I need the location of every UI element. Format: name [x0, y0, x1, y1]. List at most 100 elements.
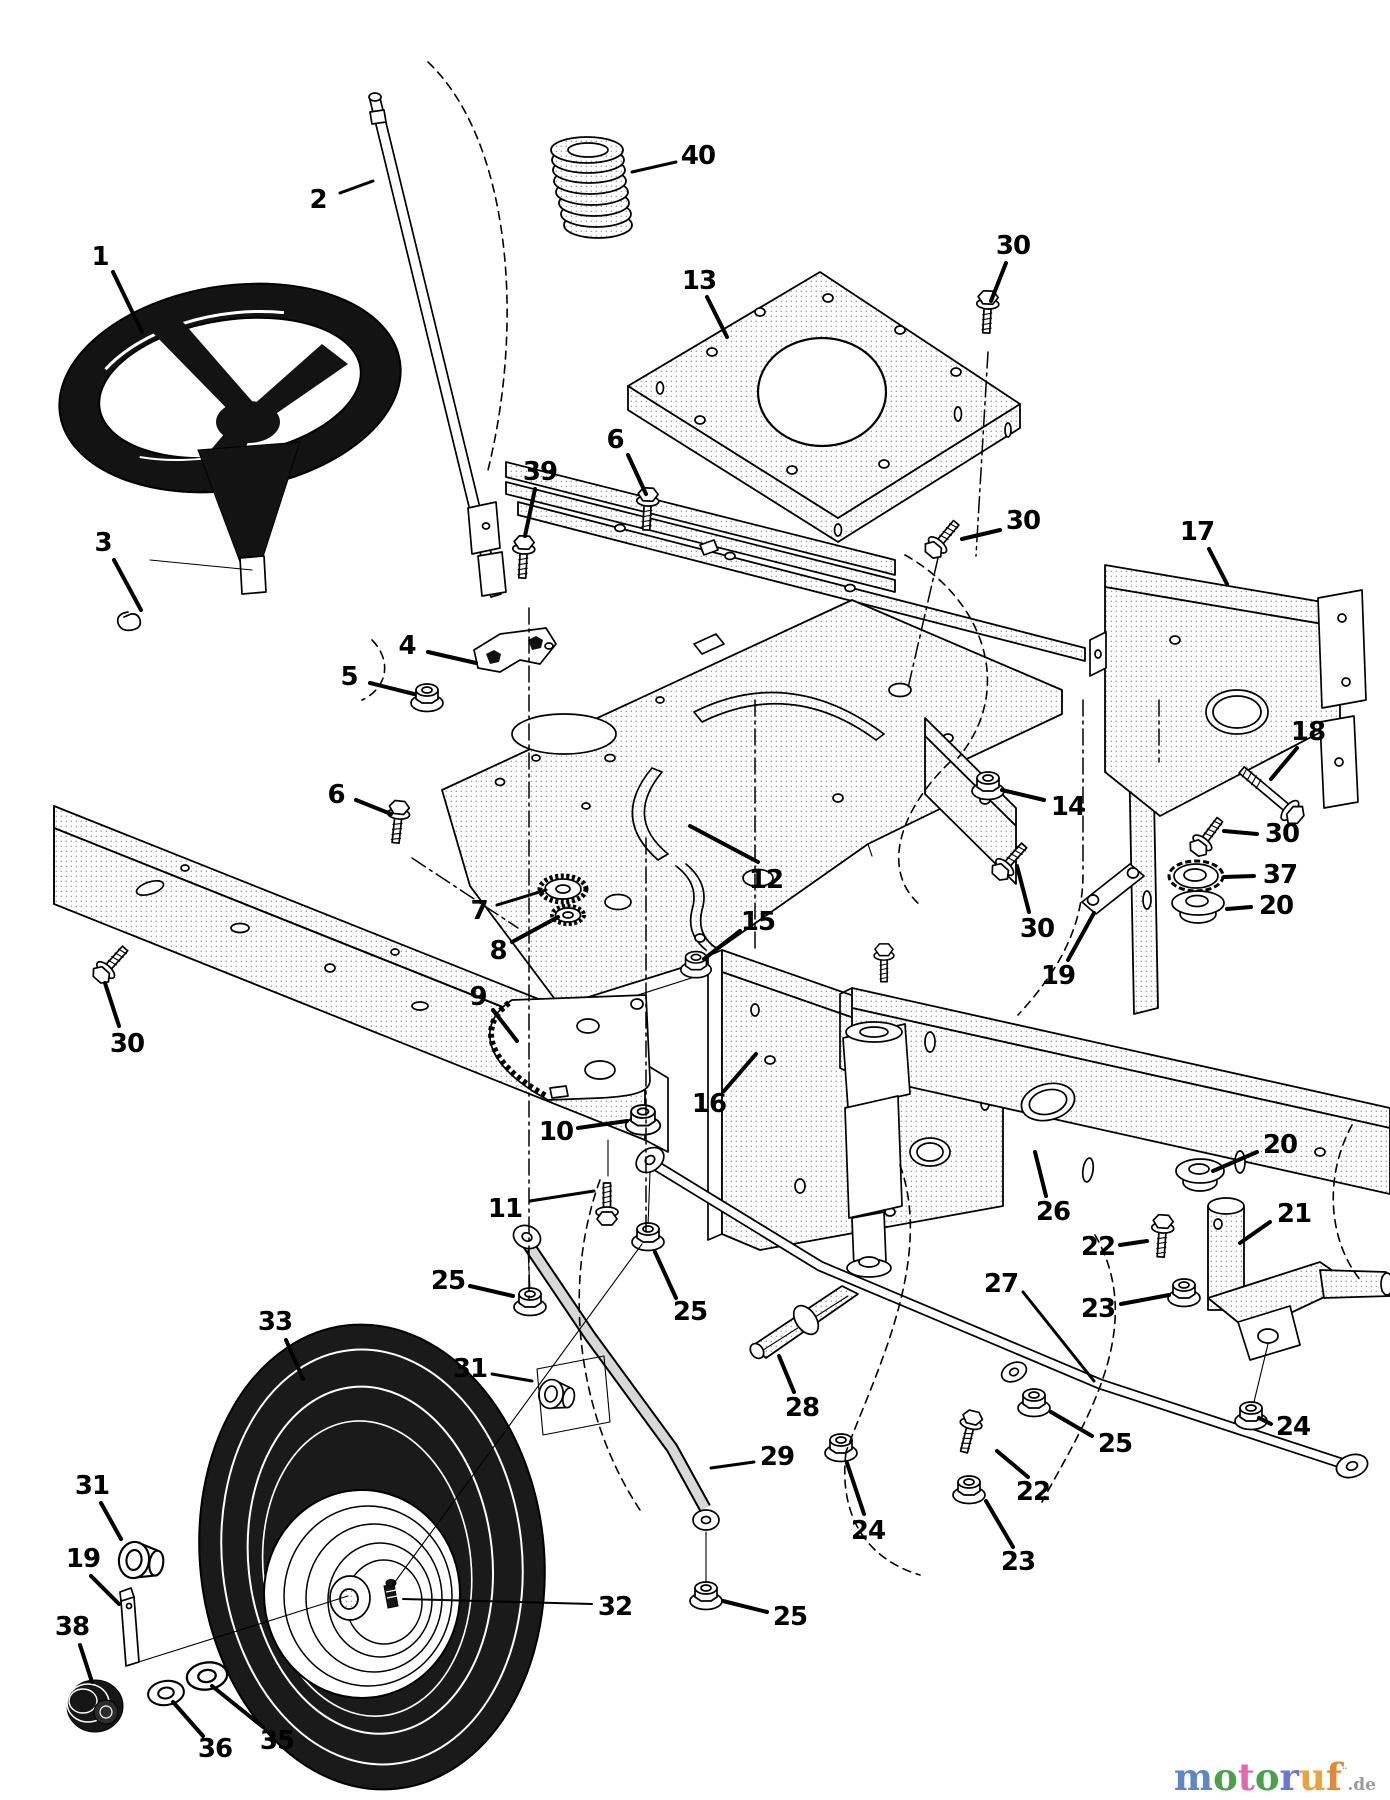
logo-tm-mark: ¨ — [1341, 1766, 1348, 1780]
callout-leader-27 — [1021, 1290, 1096, 1383]
callout-leader-19 — [89, 1574, 121, 1606]
callout-9: 9 — [469, 982, 486, 1012]
rear-bracket — [1089, 564, 1367, 1015]
nut-10 — [624, 1104, 662, 1136]
callout-leader-15 — [702, 929, 742, 961]
callout-leader-25 — [1049, 1410, 1094, 1438]
bolt-30-bracket — [1184, 812, 1230, 861]
callout-26: 26 — [1036, 1197, 1070, 1227]
callout-19: 19 — [66, 1544, 100, 1574]
logo-letter: m — [1173, 1755, 1214, 1799]
spindle-bushing-upper — [1171, 890, 1225, 924]
callout-leader-11 — [528, 1189, 596, 1203]
logo-domain-suffix: .de — [1347, 1775, 1376, 1795]
callout-36: 36 — [198, 1734, 232, 1764]
callout-leader-30 — [989, 261, 1008, 303]
callout-25: 25 — [673, 1297, 707, 1327]
washer-35 — [183, 1658, 231, 1694]
callout-21: 21 — [1277, 1199, 1311, 1229]
callout-leader-2 — [338, 179, 375, 195]
callout-6: 6 — [606, 425, 623, 455]
nut-25-b — [631, 1222, 665, 1252]
axle-channel — [839, 987, 1390, 1195]
callout-leader-8 — [510, 915, 560, 944]
callout-7: 7 — [470, 896, 487, 926]
callout-leader-19 — [1066, 911, 1096, 962]
callout-25: 25 — [1098, 1429, 1132, 1459]
nut-25-d — [689, 1581, 723, 1611]
harness-routing — [361, 61, 1363, 1576]
nut-14 — [971, 771, 1005, 801]
left-frame-rail — [53, 805, 669, 1153]
callout-19: 19 — [1041, 961, 1075, 991]
spacer-washer — [1167, 859, 1225, 893]
callout-30: 30 — [110, 1029, 144, 1059]
callout-31: 31 — [453, 1354, 487, 1384]
steering-wheel — [58, 282, 402, 595]
callout-37: 37 — [1263, 860, 1297, 890]
callout-leader-30 — [103, 981, 121, 1028]
callout-leader-30 — [1222, 829, 1259, 836]
callout-5: 5 — [340, 662, 357, 692]
callout-32: 32 — [598, 1592, 632, 1622]
callout-leader-23 — [984, 1499, 1015, 1549]
callout-25: 25 — [431, 1266, 465, 1296]
callout-leader-31 — [490, 1372, 534, 1383]
logo-letter: t — [1237, 1755, 1255, 1799]
callout-leader-14 — [1000, 788, 1046, 802]
logo-letter: f — [1325, 1755, 1342, 1799]
retainer-clip — [116, 611, 142, 632]
callout-24: 24 — [851, 1516, 885, 1546]
callout-30: 30 — [996, 231, 1030, 261]
callout-leader-6 — [354, 798, 393, 816]
callout-leader-9 — [491, 1008, 519, 1043]
motoruf-watermark: motoruf¨.de — [1174, 1759, 1376, 1796]
callout-20: 20 — [1259, 891, 1293, 921]
bushing-31-left — [115, 1538, 167, 1584]
steering-boot — [550, 136, 633, 239]
bolt-11 — [595, 1182, 619, 1226]
callout-40: 40 — [681, 141, 715, 171]
callout-35: 35 — [260, 1726, 294, 1756]
callout-leader-24 — [845, 1461, 866, 1516]
nut-24-right — [1234, 1401, 1268, 1431]
callout-leader-18 — [1269, 746, 1299, 781]
callout-leader-17 — [1207, 547, 1229, 586]
fasteners — [87, 289, 1305, 1709]
bolt-22-right — [1148, 1213, 1176, 1259]
callout-leader-30 — [960, 528, 1002, 541]
construction-lines — [125, 351, 1160, 1667]
callout-18: 18 — [1291, 717, 1325, 747]
callout-29: 29 — [760, 1442, 794, 1472]
steering-gear-upper — [537, 873, 589, 905]
callout-leader-3 — [112, 558, 143, 612]
callout-8: 8 — [489, 936, 506, 966]
callout-leader-22 — [1118, 1239, 1149, 1247]
logo-letter: r — [1279, 1755, 1300, 1799]
bushing-31-right — [535, 1376, 578, 1414]
callout-leader-22 — [995, 1449, 1030, 1479]
callout-leader-25 — [721, 1599, 769, 1614]
callout-leader-24 — [1257, 1416, 1273, 1426]
callout-11: 11 — [488, 1194, 522, 1224]
callout-14: 14 — [1051, 792, 1085, 822]
callout-leader-35 — [210, 1684, 265, 1729]
callout-leader-23 — [1119, 1293, 1171, 1306]
callout-leader-32 — [402, 1598, 593, 1605]
callout-28: 28 — [785, 1393, 819, 1423]
wheel-hub — [263, 1489, 461, 1699]
nut-25-a — [513, 1287, 547, 1317]
steering-bearing-housing — [842, 943, 911, 1278]
callout-24: 24 — [1276, 1412, 1310, 1442]
nut-25-c — [1017, 1388, 1051, 1418]
bolt-18 — [1238, 766, 1305, 825]
callout-leader-21 — [1238, 1220, 1272, 1245]
callout-15: 15 — [741, 907, 775, 937]
motoruf-logo-letters: motoruf — [1174, 1755, 1342, 1799]
spindle — [1207, 1197, 1390, 1407]
callout-leader-33 — [284, 1338, 305, 1381]
callout-leader-40 — [630, 160, 678, 174]
callout-1: 1 — [91, 242, 108, 272]
